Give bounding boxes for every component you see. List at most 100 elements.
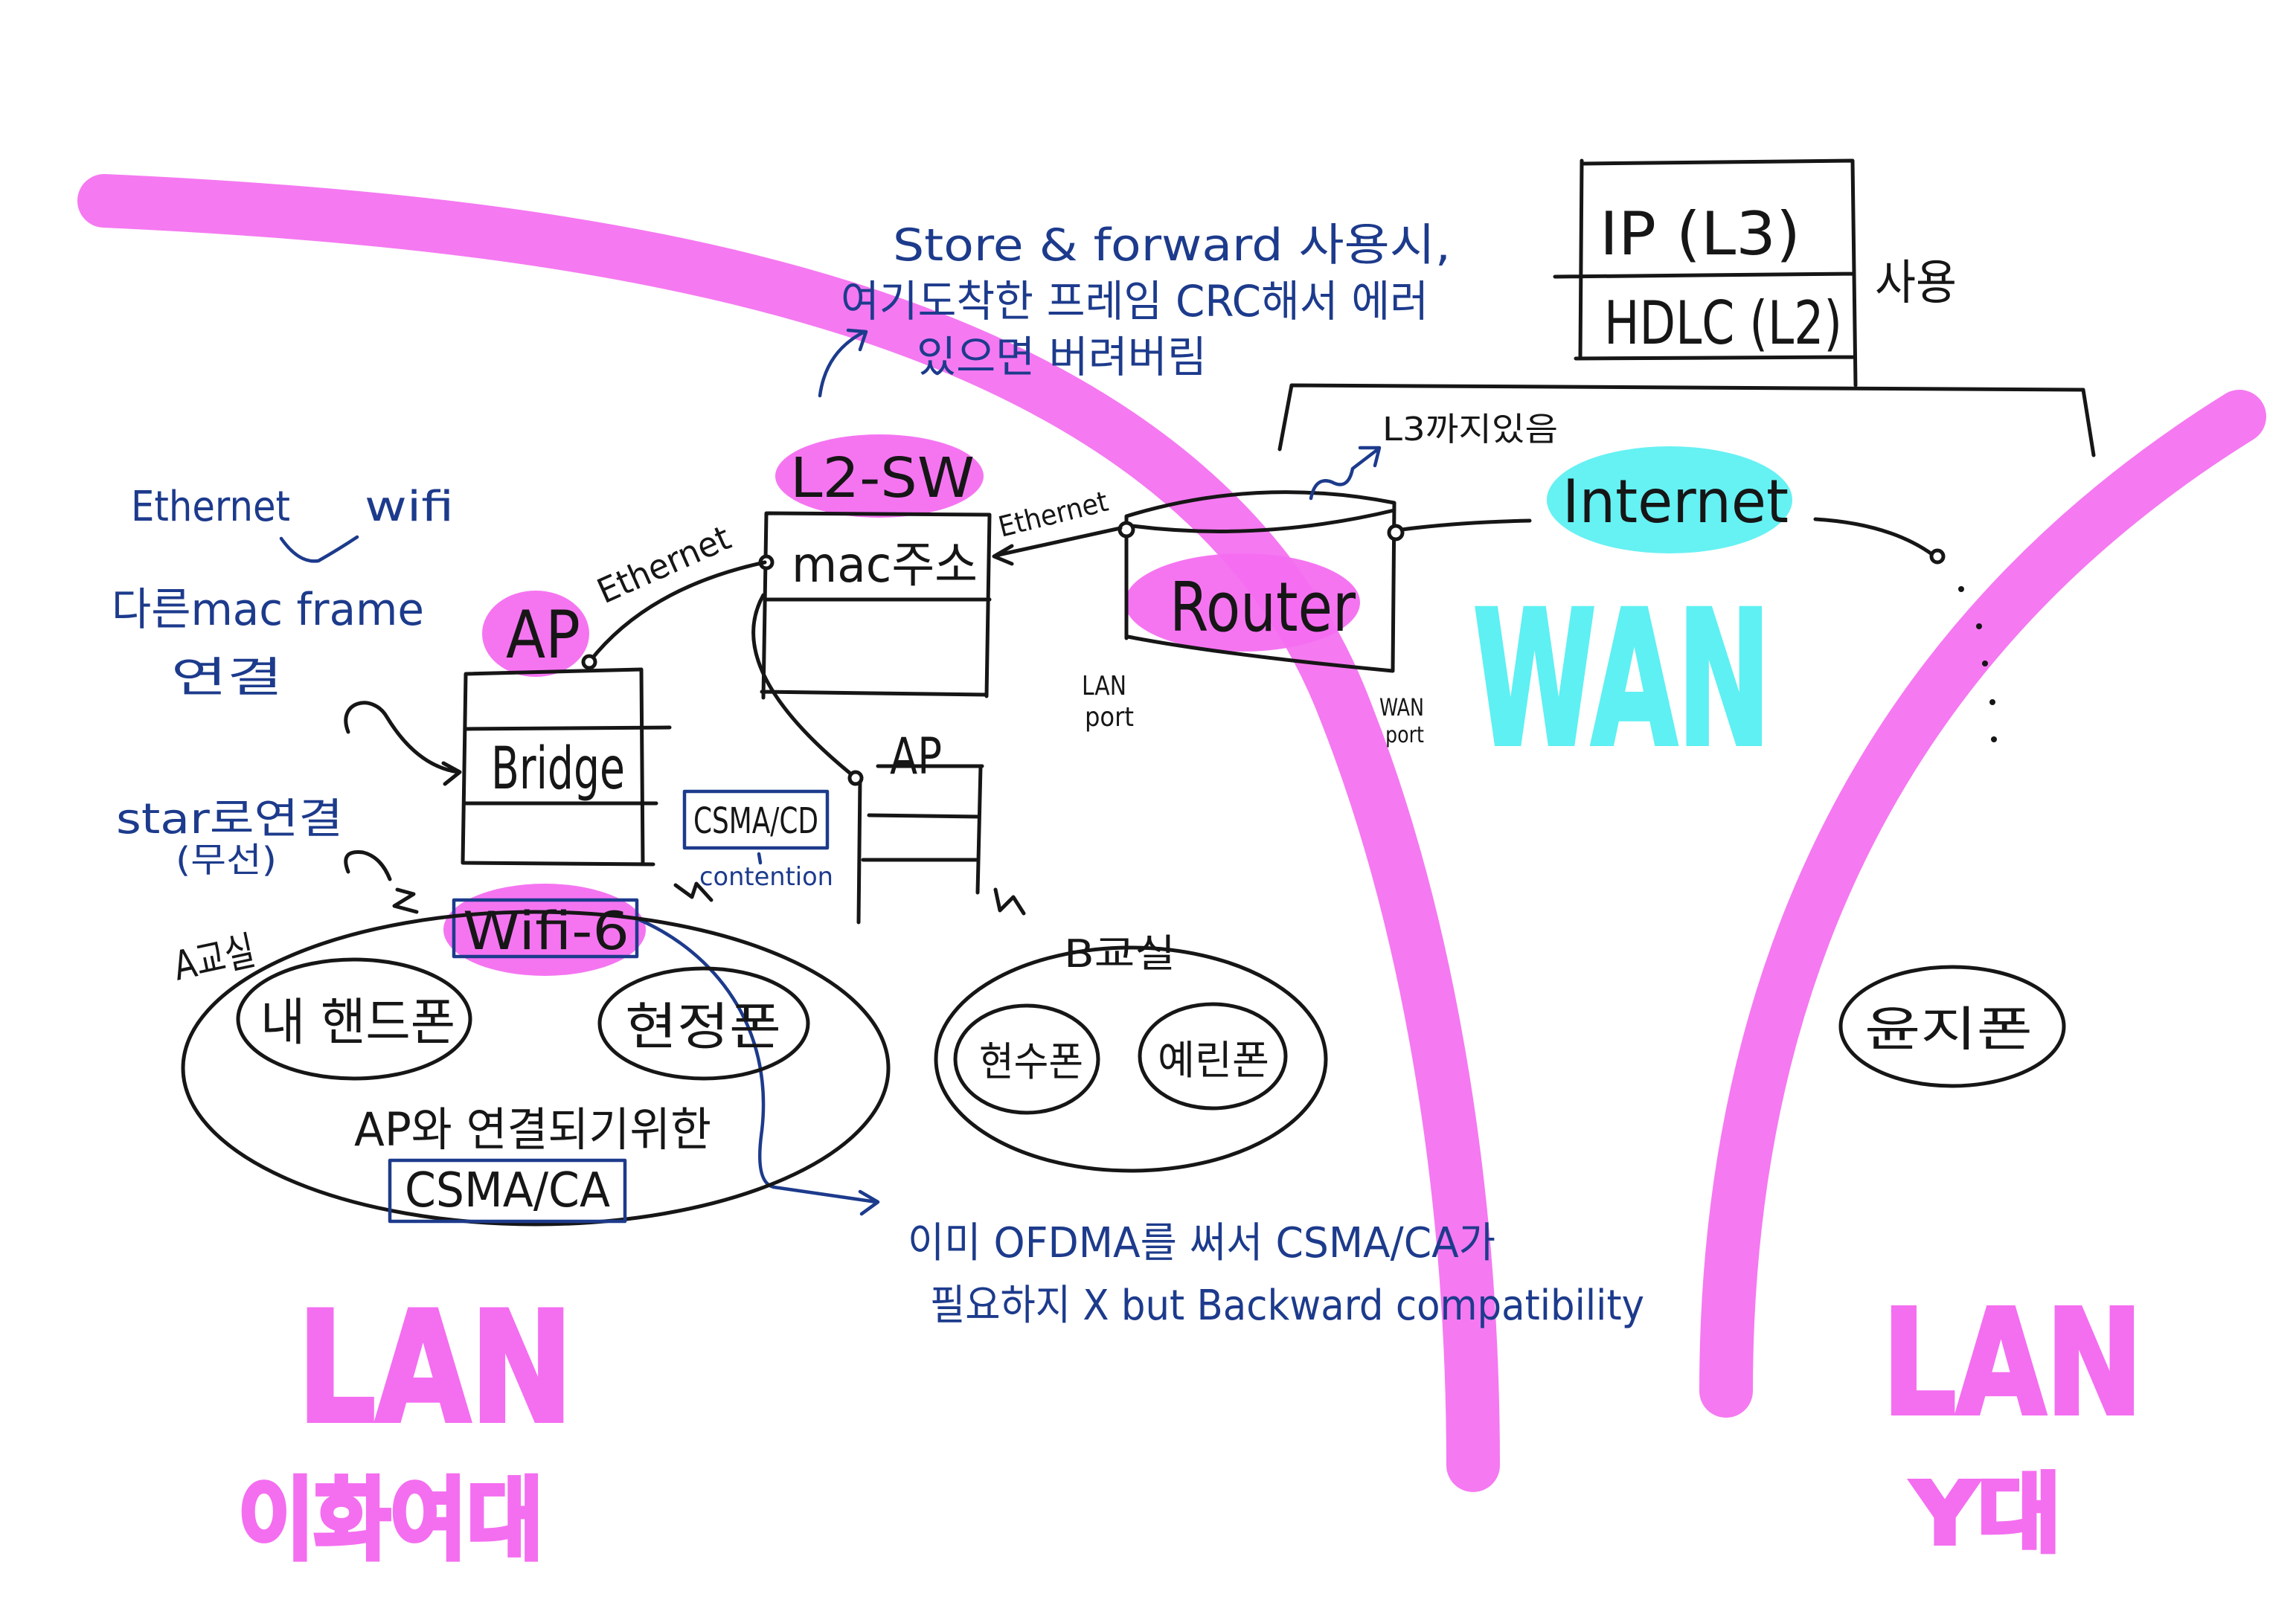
continuation-dot (1989, 699, 1995, 705)
left-lan-label: LAN (298, 1280, 573, 1457)
bridge-label: Bridge (491, 736, 625, 803)
ofdma-note: 이미 OFDMA를 써서 CSMA/CA가 필요하지 X but Backwar… (908, 1219, 1644, 1330)
continuation-dot (1958, 586, 1964, 592)
wireless-pointer-arrow (344, 850, 392, 881)
access-point-second: AP (847, 727, 984, 925)
room-a-boundary (181, 910, 891, 1227)
room-a: A교실 내 핸드폰 현정폰 AP와 연결되기위한 CSMA/CA (170, 910, 891, 1227)
l2-switch-highlight (775, 434, 984, 518)
room-b-boundary (934, 945, 1328, 1173)
router-layer-note-arrow (1309, 446, 1382, 501)
csma-ca-label: CSMA/CA (405, 1163, 610, 1218)
room-b-phone-1-label: 현수폰 (979, 1038, 1083, 1085)
y-campus-phone (1838, 965, 2066, 1088)
protocol-stack: IP (L3) HDLC (L2) 사용 (1277, 158, 2096, 457)
store-forward-line-1: Store & forward 사용시, (893, 219, 1451, 271)
side-notes: Ethernet wifi 다른mac frame 연결 star로연결 (무선… (112, 483, 462, 881)
room-b-phone-2-label: 예린폰 (1158, 1037, 1269, 1084)
room-a-phone-1-label: 내 핸드폰 (260, 994, 455, 1052)
ofdma-note-line-1: 이미 OFDMA를 써서 CSMA/CA가 (908, 1219, 1495, 1267)
router-wan-port (1387, 524, 1405, 541)
store-forward-note: Store & forward 사용시, 여기도착한 프레임 CRC해서 에러 … (818, 219, 1451, 398)
second-access-point-port (847, 770, 864, 786)
access-point-table (461, 667, 672, 867)
continuation-dot (1991, 736, 1997, 742)
side-note-ethernet: Ethernet (131, 483, 290, 531)
second-access-point-title: AP (890, 727, 942, 786)
y-campus-phone-label: 윤지폰 (1864, 1003, 2033, 1058)
room-b-phone-2 (1138, 1002, 1288, 1111)
lan-wan-divider-right-arc (1699, 390, 2266, 1418)
router-lan-port (1117, 521, 1135, 539)
l2-switch-table-header: mac주소 (792, 536, 978, 594)
signal-zigzag-icon (673, 881, 714, 902)
side-note-star: star로연결 (116, 795, 343, 843)
side-note-merge-mark (279, 535, 359, 563)
wifi-box (452, 898, 639, 959)
router-lan-port-sub: port (1085, 702, 1134, 733)
router-lan-port-label: LAN (1082, 671, 1126, 701)
router-wan-port-sub: port (1385, 722, 1424, 748)
l2-switch: L2-SW mac주소 Ethernet Ethernet (587, 446, 1123, 779)
room-a-note: AP와 연결되기위한 (354, 1102, 711, 1157)
left-campus-name: 이화여대 (238, 1469, 543, 1572)
access-point-title: AP (506, 597, 580, 673)
room-a-phone-2 (597, 966, 810, 1081)
store-forward-line-2: 여기도착한 프레임 CRC해서 에러 (841, 276, 1428, 327)
l2-switch-table (760, 511, 992, 700)
wireless-signals (392, 881, 1026, 916)
switch-to-second-ap-link (751, 593, 856, 779)
continuation-dot (1982, 661, 1988, 666)
access-point-port (581, 654, 597, 670)
signal-zigzag-icon (392, 887, 419, 914)
bridge-pointer-arrow (344, 701, 462, 786)
csma-cd-note: CSMA/CD contention (682, 789, 833, 892)
internet-label: Internet (1562, 467, 1789, 536)
router-wan-port-label: WAN (1379, 693, 1424, 721)
signal-zigzag-icon (993, 887, 1026, 916)
room-b-phone-1 (953, 1003, 1100, 1115)
router-layer-note: L3까지있음 (1382, 411, 1558, 449)
protocol-stack-usage: 사용 (1875, 256, 1957, 311)
ofdma-note-line-2: 필요하지 X but Backward compatibility (930, 1282, 1644, 1330)
internet-highlight (1547, 446, 1792, 553)
second-access-point-table (856, 764, 984, 925)
wifi-to-ofdma-arrow (636, 917, 880, 1216)
side-note-connect: 연결 (171, 654, 283, 702)
room-a-phone-1 (236, 957, 472, 1081)
csma-ca-box (388, 1158, 627, 1224)
csma-cd-label: CSMA/CD (693, 800, 818, 842)
contention-label: contention (699, 862, 833, 892)
access-point-bridge: AP Bridge (461, 597, 672, 867)
right-campus-name: Y대 (1911, 1465, 2061, 1564)
wan-links: Internet (1399, 467, 1997, 742)
side-note-wifi: wifi (365, 483, 454, 531)
router-label: Router (1170, 568, 1356, 647)
remote-port (1929, 548, 1946, 565)
protocol-stack-lower: HDLC (L2) (1604, 289, 1842, 358)
router-body (1124, 490, 1396, 673)
room-b-label: B교실 (1064, 932, 1176, 977)
wan-label: WAN (1473, 571, 1771, 788)
highlights (443, 434, 1792, 976)
side-note-mac-frame: 다른mac frame (112, 584, 424, 636)
csma-cd-tick (757, 852, 763, 865)
internet-to-remote-link (1813, 517, 1935, 557)
router-to-internet-link (1399, 518, 1532, 532)
l2-switch-title: L2-SW (790, 446, 975, 510)
room-b: B교실 현수폰 예린폰 (934, 932, 1328, 1173)
store-forward-arrow (818, 328, 868, 398)
router-highlight (1125, 553, 1360, 652)
wan-bracket (1277, 383, 2096, 457)
router-to-switch-link (992, 526, 1123, 566)
protocol-stack-upper: IP (L3) (1600, 199, 1800, 269)
protocol-stack-frame (1553, 158, 1858, 388)
region-labels: WAN LAN 이화여대 LAN Y대 (236, 569, 2145, 1575)
router: Router LAN port WAN port L3까지있음 (1082, 411, 1558, 748)
csma-cd-box (682, 789, 830, 850)
room-a-phone-2-label: 현정폰 (625, 998, 781, 1057)
side-note-wireless: (무선) (176, 840, 277, 880)
continuation-dot (1976, 623, 1982, 629)
wifi-highlight (443, 884, 646, 976)
ap-highlight (482, 591, 589, 677)
